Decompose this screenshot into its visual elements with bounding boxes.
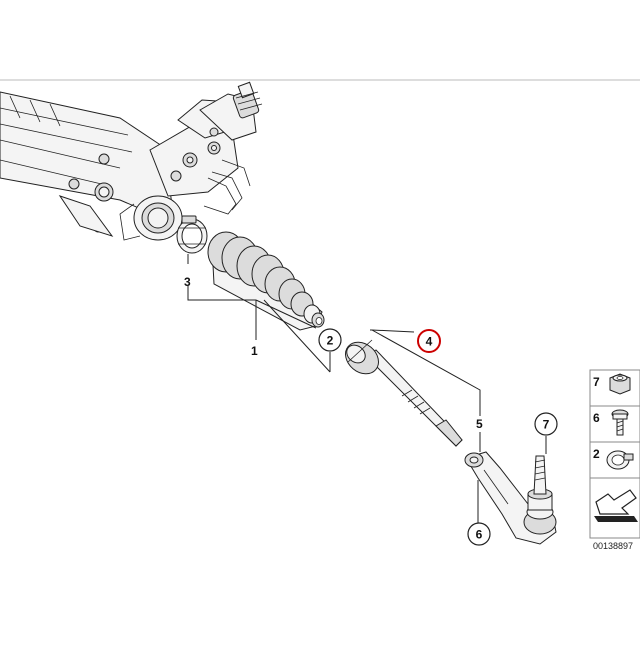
- callout-part-4: 4: [426, 335, 433, 349]
- bellows-part-1: [207, 231, 325, 331]
- callout-part-1: 1: [251, 344, 258, 358]
- callout-part-6: 6: [476, 528, 483, 542]
- clamp-icon: [606, 450, 634, 470]
- callout-part-2: 2: [327, 334, 334, 348]
- legend-item-number-2: 6: [593, 411, 600, 425]
- callout-part-3: 3: [184, 275, 191, 289]
- arrow-icon: [594, 489, 638, 522]
- bolt-icon: [611, 409, 629, 436]
- legend-item-number-3: 2: [593, 447, 600, 461]
- callout-circle-part-6: 6: [467, 522, 491, 546]
- leader-lines: [187, 254, 547, 530]
- tie-rod-part-4: [345, 339, 463, 447]
- tie-rod-end-part-6: [464, 451, 557, 545]
- callout-circle-part-4-highlighted: 4: [417, 329, 441, 353]
- callout-circle-part-7: 7: [534, 412, 558, 436]
- callout-circle-part-2: 2: [318, 328, 342, 352]
- steering-rack-housing: [0, 81, 263, 241]
- callout-part-7: 7: [543, 418, 550, 432]
- nut-icon: [609, 373, 631, 395]
- image-code: 00138897: [593, 541, 633, 551]
- legend-item-number-1: 7: [593, 375, 600, 389]
- clamp-part-3: [176, 215, 208, 254]
- parts-legend: 7 6 2: [589, 369, 640, 539]
- callout-part-5: 5: [476, 417, 483, 431]
